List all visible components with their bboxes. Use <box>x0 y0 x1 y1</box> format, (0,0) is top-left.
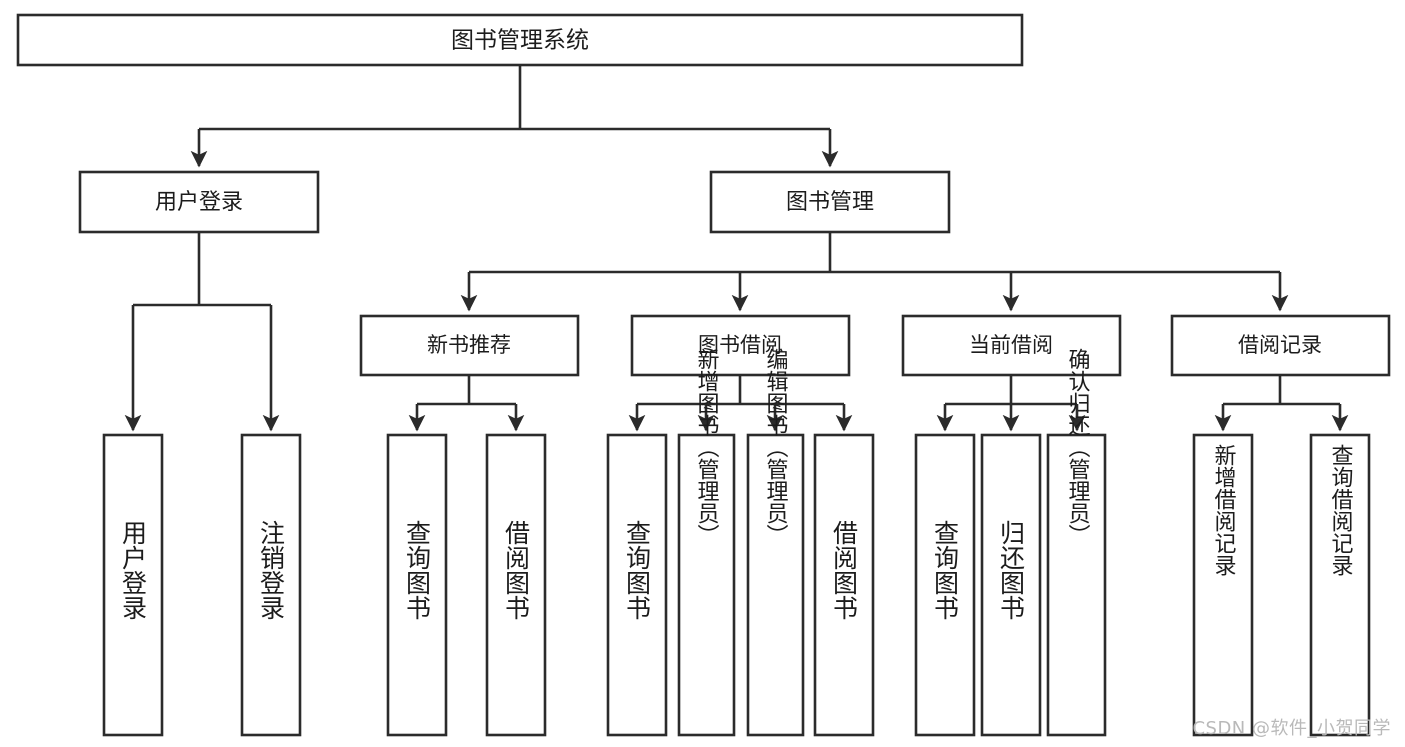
leaf-edit-book-box[interactable] <box>746 433 805 737</box>
leaf-query-book-1-label: 查询图书 <box>403 520 432 620</box>
leaf-query-book-3[interactable]: 查询图书 <box>914 433 976 737</box>
node-root[interactable]: 图书管理系统 <box>16 13 1024 67</box>
leaf-user-login-label: 用户登录 <box>119 520 148 620</box>
node-new-book-recommend[interactable]: 新书推荐 <box>359 314 580 377</box>
edge-group-current-borrow <box>936 375 1086 432</box>
node-book-borrow[interactable]: 图书借阅 <box>630 314 851 377</box>
node-borrow-record-label: 借阅记录 <box>1238 333 1322 357</box>
node-user-login-box[interactable] <box>78 170 320 234</box>
leaf-add-book-label: 新增图书（管理员） <box>694 348 720 546</box>
node-borrow-record[interactable]: 借阅记录 <box>1170 314 1391 377</box>
leaf-edit-book-label: 编辑图书（管理员） <box>763 348 789 546</box>
leaf-return-book-box[interactable] <box>980 433 1042 737</box>
leaf-query-record-label: 查询借阅记录 <box>1328 444 1354 576</box>
leaf-borrow-book-1-label: 借阅图书 <box>502 520 531 620</box>
node-new-book-recommend-label: 新书推荐 <box>427 333 511 357</box>
leaf-query-book-2-box[interactable] <box>606 433 668 737</box>
node-book-management-box[interactable] <box>709 170 951 234</box>
edge-group-root <box>190 65 839 168</box>
node-book-borrow-box[interactable] <box>630 314 851 377</box>
leaf-borrow-book-1-box[interactable] <box>485 433 547 737</box>
edge-group-book-borrow <box>628 375 853 432</box>
leaf-add-record[interactable]: 新增借阅记录 <box>1192 433 1254 737</box>
leaf-logout-box[interactable] <box>240 433 302 737</box>
leaf-query-book-2-label: 查询图书 <box>623 520 652 620</box>
watermark-text: CSDN @软件_小贺同学 <box>1192 718 1391 739</box>
node-root-label: 图书管理系统 <box>451 28 589 54</box>
leaf-query-record[interactable]: 查询借阅记录 <box>1309 433 1371 737</box>
node-book-management-label: 图书管理 <box>786 190 874 215</box>
edge-group-user-login <box>124 232 280 432</box>
leaf-borrow-book-2-box[interactable] <box>813 433 875 737</box>
leaf-edit-book[interactable]: 编辑图书（管理员） <box>746 348 805 737</box>
node-current-borrow-box[interactable] <box>901 314 1122 377</box>
leaf-logout-label: 注销登录 <box>257 520 286 620</box>
leaf-borrow-book-2[interactable]: 借阅图书 <box>813 433 875 737</box>
leaf-confirm-return-box[interactable] <box>1046 433 1107 737</box>
node-user-login[interactable]: 用户登录 <box>78 170 320 234</box>
leaf-query-book-3-box[interactable] <box>914 433 976 737</box>
leaf-add-book[interactable]: 新增图书（管理员） <box>677 348 736 737</box>
node-user-login-label: 用户登录 <box>155 190 243 215</box>
node-book-borrow-label: 图书借阅 <box>698 333 782 357</box>
node-root-box[interactable] <box>16 13 1024 67</box>
edge-group-book-management <box>460 232 1289 312</box>
leaf-query-book-1-box[interactable] <box>386 433 448 737</box>
node-new-book-recommend-box[interactable] <box>359 314 580 377</box>
leaf-confirm-return[interactable]: 确认归还（管理员） <box>1046 348 1107 737</box>
leaf-query-book-3-label: 查询图书 <box>931 520 960 620</box>
leaf-logout[interactable]: 注销登录 <box>240 433 302 737</box>
leaf-query-book-1[interactable]: 查询图书 <box>386 433 448 737</box>
edge-group-borrow-record <box>1214 375 1349 432</box>
leaf-add-book-box[interactable] <box>677 433 736 737</box>
leaf-return-book-label: 归还图书 <box>997 520 1026 620</box>
leaf-borrow-book-2-label: 借阅图书 <box>830 520 859 620</box>
node-book-management[interactable]: 图书管理 <box>709 170 951 234</box>
leaf-confirm-return-label: 确认归还（管理员） <box>1065 348 1091 546</box>
node-current-borrow-label: 当前借阅 <box>969 333 1053 357</box>
leaf-query-record-box[interactable] <box>1309 433 1371 737</box>
node-borrow-record-box[interactable] <box>1170 314 1391 377</box>
node-current-borrow[interactable]: 当前借阅 <box>901 314 1122 377</box>
leaf-add-record-box[interactable] <box>1192 433 1254 737</box>
leaf-borrow-book-1[interactable]: 借阅图书 <box>485 433 547 737</box>
edge-group-new-book-recommend <box>408 375 525 432</box>
leaf-user-login[interactable]: 用户登录 <box>102 433 164 737</box>
leaf-add-record-label: 新增借阅记录 <box>1211 444 1237 576</box>
leaf-user-login-box[interactable] <box>102 433 164 737</box>
leaf-query-book-2[interactable]: 查询图书 <box>606 433 668 737</box>
leaf-return-book[interactable]: 归还图书 <box>980 433 1042 737</box>
